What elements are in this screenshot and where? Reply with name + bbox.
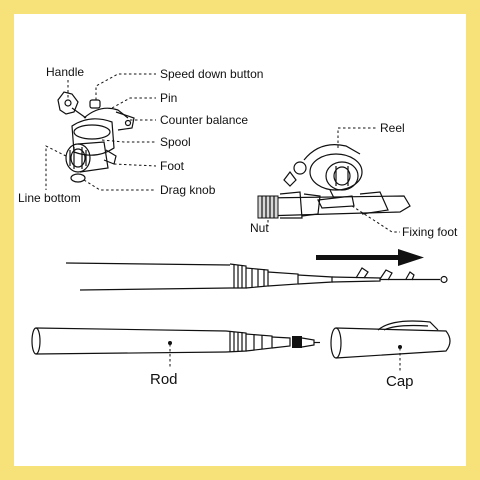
leader-reel	[337, 127, 378, 148]
arrow-right-icon	[316, 249, 424, 266]
label-speed-down-button: Speed down button	[160, 67, 263, 81]
label-drag-knob: Drag knob	[160, 183, 216, 197]
leader-fixing-foot	[351, 205, 400, 233]
reel-exploded-view	[57, 91, 135, 183]
label-cap: Cap	[386, 373, 414, 390]
label-pin: Pin	[160, 91, 177, 105]
leader-drag-knob	[83, 179, 156, 191]
label-spool: Spool	[160, 135, 191, 149]
diagram-frame: Handle Speed down button Pin Counter bal…	[14, 14, 466, 466]
label-fixing-foot: Fixing foot	[402, 225, 458, 239]
leader-cap-dot	[398, 345, 402, 349]
label-handle: Handle	[46, 65, 84, 79]
leader-foot	[113, 163, 157, 167]
leader-speed-down-button	[95, 73, 156, 100]
cap	[330, 320, 451, 359]
leader-pin	[111, 97, 156, 109]
pen-fishing-rod-diagram: Handle Speed down button Pin Counter bal…	[18, 65, 458, 390]
leader-line-bottom	[45, 145, 67, 190]
rod-collapsed	[31, 327, 320, 355]
label-nut: Nut	[250, 221, 269, 235]
leader-rod-dot	[168, 341, 172, 345]
reel-mounted-view	[257, 144, 411, 219]
label-rod: Rod	[150, 371, 178, 388]
leader-spool	[101, 139, 156, 143]
extended-rod	[65, 262, 448, 291]
label-reel: Reel	[380, 121, 405, 135]
label-foot: Foot	[160, 159, 185, 173]
label-line-bottom: Line bottom	[18, 191, 81, 205]
label-counter-balance: Counter balance	[160, 113, 248, 127]
